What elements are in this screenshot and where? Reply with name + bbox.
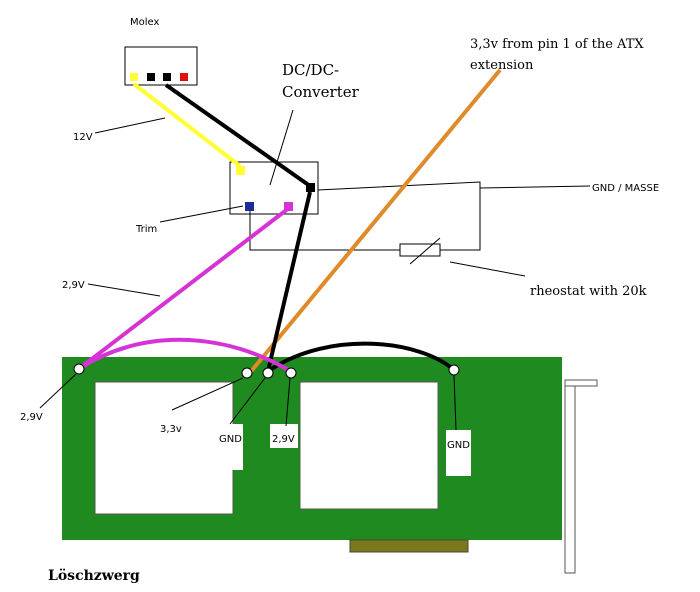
label-molex: Molex [130,17,160,28]
gnd-loop-wire [317,181,481,251]
chip-left [94,381,234,515]
leader-33v [171,377,244,411]
card-bracket-tab [564,379,598,387]
leader-gnd-left [229,377,266,425]
card-bracket [564,382,576,574]
label-gnd-right: GND [447,440,470,451]
label-converter-2: Converter [282,83,360,101]
label-29v-mid: 2,9V [272,434,295,445]
rheostat-slider [409,237,441,265]
molex-pin-yellow [130,73,138,81]
wire-gnd-molex [164,83,312,188]
leader-29v-left [39,373,77,409]
leader-29v-mid [285,377,291,427]
wire-12v [132,82,242,168]
leader-converter [269,109,294,186]
label-29v-wire: 2,9V [62,280,85,291]
molex-pin-red [180,73,188,81]
leader-29v-wire [87,283,161,297]
rheostat [399,243,441,257]
wire-gnd-card-arc [268,341,456,372]
label-atx-2: extension [470,58,534,73]
molex-pin-black-1 [147,73,155,81]
leader-rheostat [449,261,526,277]
wire-33v [246,68,502,377]
gnd-left-box [218,424,243,470]
label-atx-1: 3,3v from pin 1 of the ATX [470,37,644,52]
solder-gnd-right [448,364,460,376]
gnd-right-box [446,430,471,476]
v29-mid-box [270,424,298,448]
label-gnd-masse: GND / MASSE [592,183,659,194]
label-trim: Trim [135,224,157,235]
chip-right [299,381,439,510]
label-12v: 12V [73,132,93,143]
wire-gnd-card [266,191,312,372]
converter-pin-gnd [306,183,315,192]
label-33v: 3,3v [160,424,182,435]
label-card-name: Löschzwerg [48,568,140,584]
leader-gnd-masse [479,185,591,189]
solder-29v-mid [285,367,297,379]
wire-29v-arc [78,337,294,374]
molex-pin-black-2 [163,73,171,81]
label-converter-1: DC/DC- [282,61,339,79]
converter-pin-trim [245,202,254,211]
leader-12v [94,117,166,134]
label-rheostat: rheostat with 20k [530,284,647,299]
solder-gnd-left [262,367,274,379]
solder-29v-left [73,363,85,375]
wire-29v-converter [78,206,291,370]
converter-pin-yellow [236,166,245,175]
solder-33v [241,367,253,379]
leader-trim [159,205,244,223]
label-29v-left: 2,9V [20,412,43,423]
leader-gnd-right [453,374,457,431]
converter-pin-out [284,202,293,211]
card-edge-connector [349,539,469,553]
label-gnd-left: GND [219,434,242,445]
